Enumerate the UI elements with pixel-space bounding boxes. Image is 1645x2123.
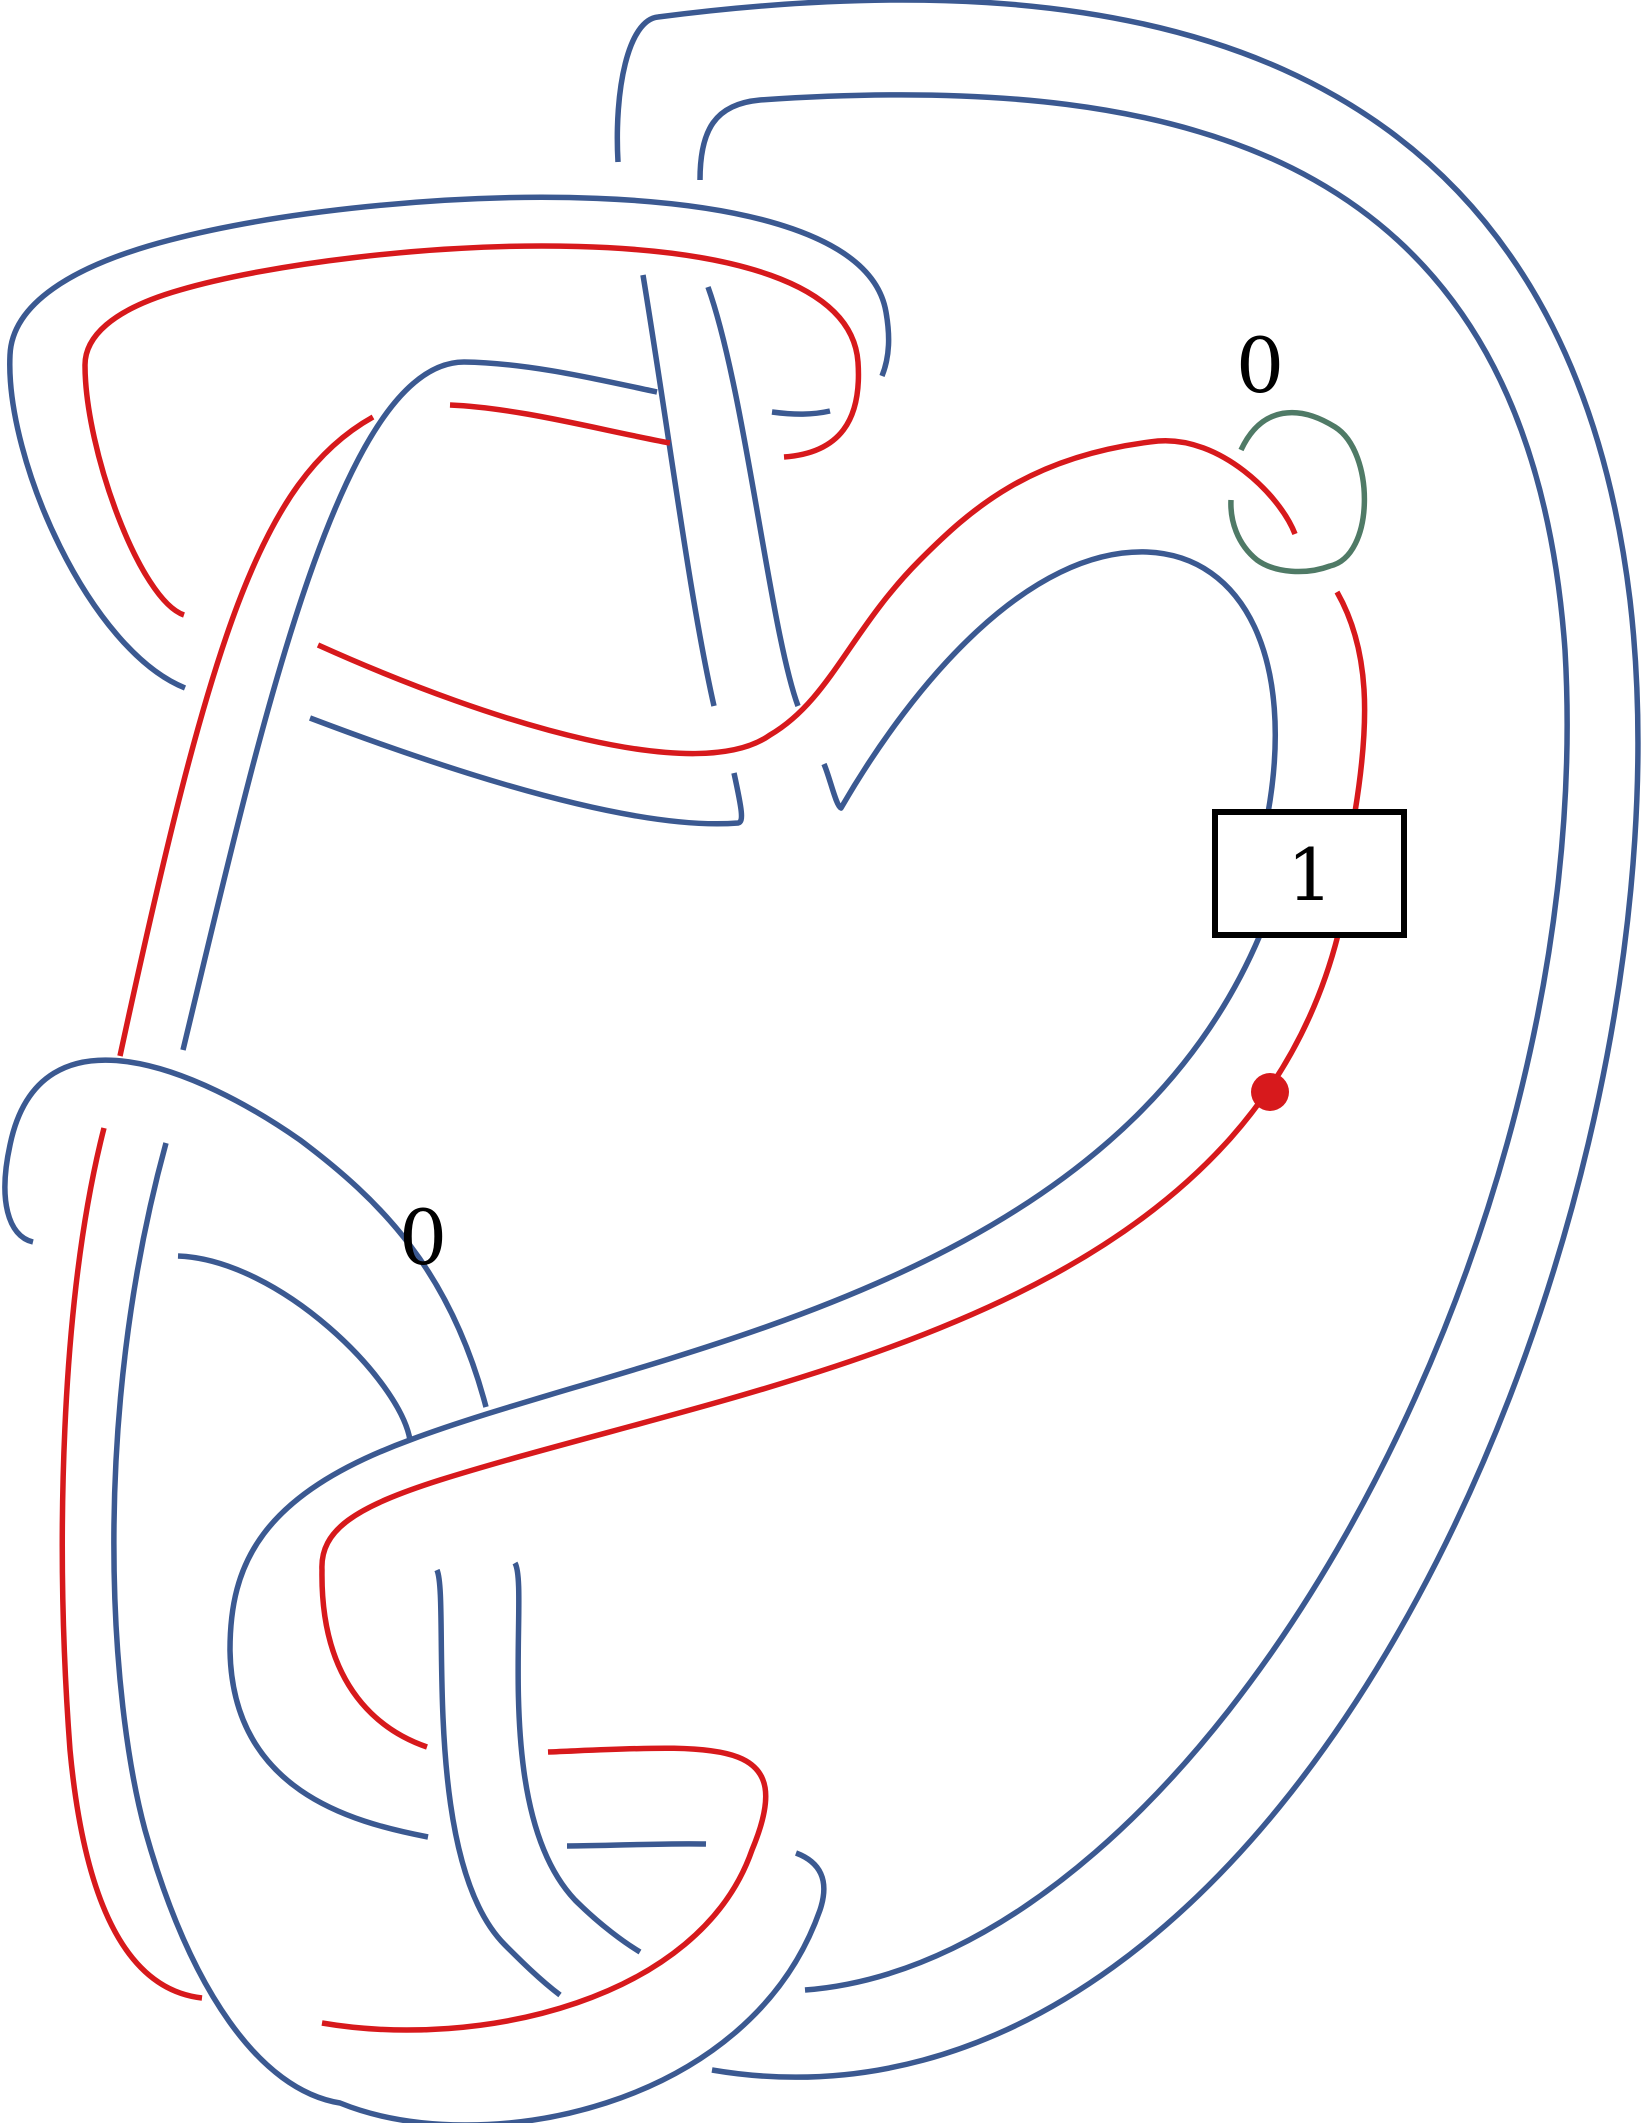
coupon-box: 1 (1212, 809, 1407, 938)
blue-tall-strand (180, 359, 658, 1051)
blue-top-left-band-outer (7, 194, 892, 691)
blue-middle-hook (309, 715, 745, 827)
red-middle-wave (316, 438, 1298, 757)
framing-label-green: 0 (1236, 321, 1284, 410)
red-right-strand (1334, 590, 1368, 813)
blue-twist-right (512, 1561, 642, 1955)
red-short-cross (449, 402, 671, 446)
blue-outer-loop (614, 0, 1641, 2080)
blue-twist-left (434, 1568, 562, 1998)
blue-left-tall-curve (111, 1142, 827, 2123)
blue-inner-loop (697, 92, 1570, 1993)
red-top-band (82, 243, 862, 618)
red-tall-strand (117, 414, 375, 1057)
coupon-box-frame (1212, 809, 1407, 938)
blue-left-lower-loop (2, 1057, 489, 1408)
framing-label-left: 0 (399, 1193, 447, 1282)
blue-inner-arc (177, 1253, 413, 1441)
blue-top-short-piece (771, 408, 831, 417)
blue-diagonal-right (705, 286, 801, 707)
blue-diagonal-left (640, 274, 717, 707)
red-big-s (319, 934, 1341, 1750)
green-loop (1228, 409, 1368, 575)
blue-s-strand (227, 933, 1263, 1840)
red-strands (59, 243, 1368, 2033)
coupon-box-label: 1 (1287, 833, 1333, 917)
red-bottom-loop (321, 1745, 769, 2033)
blue-right-hook (821, 549, 1278, 814)
red-marker-dot (1251, 1073, 1289, 1111)
red-left-tall (59, 1127, 203, 2001)
blue-bottom-short (566, 1841, 707, 1849)
